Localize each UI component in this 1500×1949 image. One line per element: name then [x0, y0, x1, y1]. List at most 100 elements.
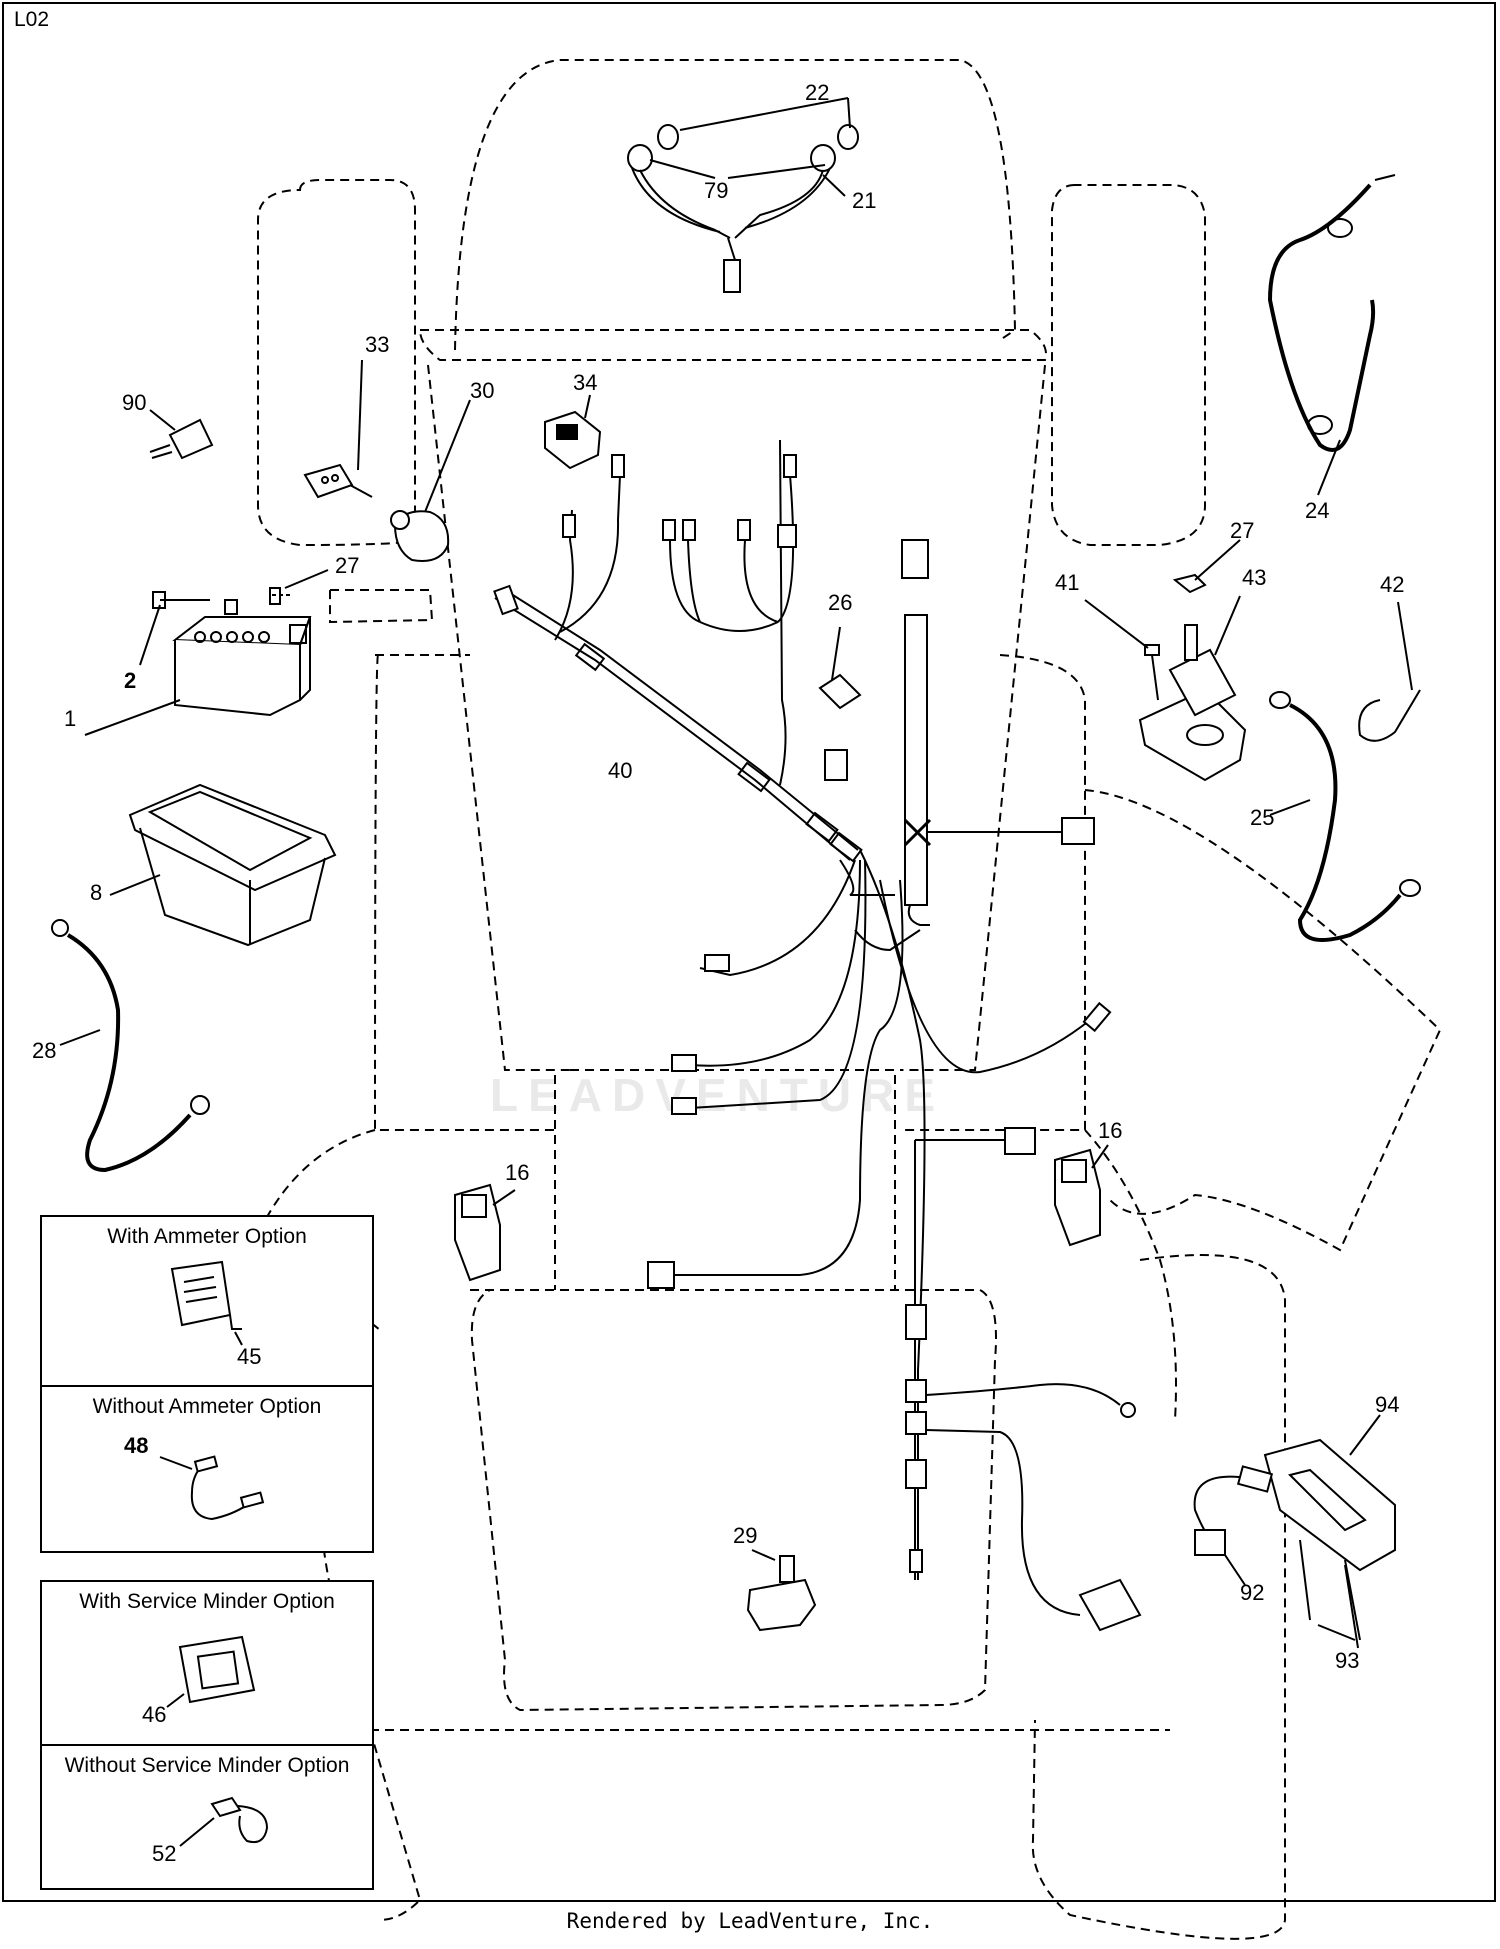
switch-16-left-cap — [461, 1194, 487, 1218]
leader-22a — [679, 97, 849, 131]
harness-wire-b — [687, 539, 701, 623]
battery-box-body — [139, 827, 326, 947]
cable-24-boot — [1374, 174, 1396, 181]
callout-41: 41 — [1055, 570, 1079, 595]
battery-tray-outline — [329, 589, 434, 624]
leader-79b — [727, 164, 826, 179]
battery-assembly — [84, 569, 329, 736]
leader-26 — [831, 626, 841, 681]
harness-end-seat — [1078, 1578, 1142, 1632]
battery-cable-24 — [1267, 174, 1396, 496]
connector-g — [777, 524, 797, 548]
right-fender-curve — [1084, 789, 1442, 1252]
boot-42 — [1358, 689, 1421, 742]
battery-terminal-neg — [224, 599, 238, 615]
connector-l — [671, 1054, 697, 1072]
battery-terminal-pos — [289, 624, 307, 644]
nut-27b — [1172, 573, 1207, 594]
render-credit: Rendered by LeadVenture, Inc. — [566, 1909, 934, 1933]
connector-c — [662, 519, 676, 541]
headlight-wire-right — [734, 169, 824, 239]
callout-52: 52 — [152, 1841, 176, 1866]
seat-outline — [470, 1289, 997, 1712]
cable-28-eyelet-bottom — [190, 1095, 210, 1115]
callout-93: 93 — [1335, 1648, 1359, 1673]
minder-without-cell: Without Service Minder Option 52 — [42, 1744, 372, 1892]
vertical-sleeve-top — [904, 614, 928, 906]
connector-e — [737, 519, 751, 541]
frame-right-rail — [900, 364, 1046, 1071]
lower-sleeve-4 — [905, 1459, 927, 1489]
harness-branch-right — [879, 879, 1091, 1074]
connector-92-end — [1194, 1529, 1226, 1556]
switches-16 — [454, 1144, 1109, 1282]
wiring-harness-40 — [494, 439, 1091, 1580]
headlight-bulb-left — [657, 124, 679, 150]
rocker-switch-34 — [544, 394, 602, 470]
callout-43: 43 — [1242, 565, 1266, 590]
leader-24 — [1317, 439, 1341, 496]
left-fender-curve — [257, 1129, 376, 1461]
harness-branch-switch — [554, 509, 574, 641]
ignition-parts — [149, 359, 471, 562]
callout-92: 92 — [1240, 1580, 1264, 1605]
vertical-plug-top — [901, 539, 929, 579]
ignition-switch-barrel — [390, 510, 410, 530]
leader-21 — [822, 174, 846, 197]
cable-24-eyelet-top — [1327, 218, 1353, 238]
headlight-wire-left-2 — [631, 167, 721, 233]
screw-93-left — [1299, 1539, 1311, 1621]
leader-30 — [424, 399, 471, 513]
connector-h — [824, 749, 848, 781]
tractor-outline — [257, 59, 1442, 1940]
plug-90-pin — [149, 444, 173, 459]
front-left-wheel-outline — [257, 179, 416, 547]
harness-sleeve-2 — [737, 761, 771, 793]
callout-numbers: 22 79 21 33 30 90 34 27 2 1 26 40 8 28 2… — [32, 80, 1404, 1673]
callout-33: 33 — [365, 332, 389, 357]
connector-j — [1004, 1127, 1036, 1155]
minder-with-cell: With Service Minder Option 46 — [42, 1582, 372, 1744]
ammeter-with-cell: With Ammeter Option 45 — [42, 1217, 372, 1385]
callout-27a: 27 — [335, 553, 359, 578]
plug-90 — [168, 418, 214, 460]
module-92-94 — [1078, 1414, 1396, 1649]
lower-branch-ground — [925, 1383, 1121, 1406]
harness-sleeve-4 — [829, 831, 863, 863]
leader-33 — [357, 359, 363, 471]
callout-2: 2 — [124, 668, 136, 693]
connector-d — [682, 519, 696, 541]
battery-box — [109, 783, 337, 947]
frame-left-rail — [427, 364, 570, 1071]
leader-27a — [284, 569, 329, 589]
bolt-41 — [1151, 654, 1159, 701]
connector-b — [611, 454, 625, 478]
module-94-body — [1263, 1438, 1396, 1572]
cable-28-eyelet-top — [51, 919, 69, 937]
ammeter-option-box: With Ammeter Option 45 Without Ammeter O… — [40, 1215, 374, 1553]
callout-45: 45 — [237, 1344, 261, 1369]
harness-to-ammeter-plug — [854, 929, 921, 952]
solenoid-43-post — [1184, 624, 1198, 661]
leader-34 — [584, 394, 591, 419]
connector-m — [671, 1097, 697, 1115]
switch-16-right-cap — [1061, 1159, 1087, 1183]
callout-46: 46 — [142, 1702, 166, 1727]
lower-sleeve-3 — [905, 1411, 927, 1435]
headlight-wire-right-2 — [744, 167, 831, 229]
relay-26-body — [818, 673, 862, 710]
battery-cable-28 — [51, 919, 210, 1173]
callout-16b: 16 — [1098, 1118, 1122, 1143]
harness-sleeve-3 — [805, 811, 839, 843]
battery-front — [174, 640, 301, 717]
harness-branch-left-1 — [699, 859, 856, 977]
connector-i — [1061, 817, 1095, 845]
diagram-frame — [2, 2, 1496, 1902]
lower-ground-eyelet — [1120, 1402, 1136, 1418]
cable-28-wire — [66, 933, 192, 1173]
leader-29 — [751, 1549, 776, 1561]
connector-f — [783, 454, 797, 478]
battery-nut — [269, 587, 281, 605]
